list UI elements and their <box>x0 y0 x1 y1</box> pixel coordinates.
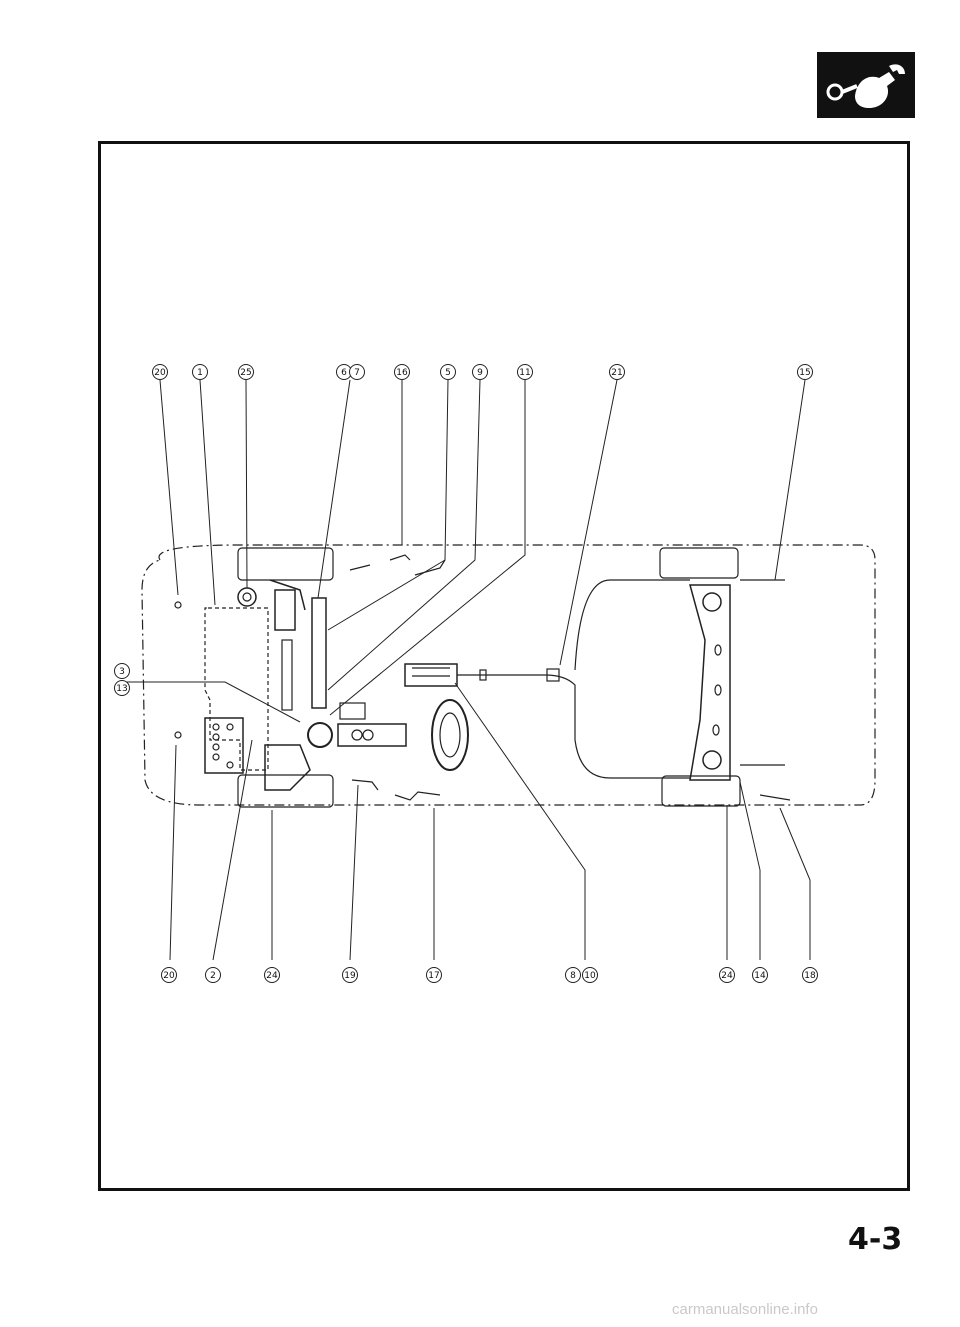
top-callout-label: 6 <box>341 368 347 378</box>
bottom-callout-circle <box>565 967 581 983</box>
car-body-outline <box>141 544 876 806</box>
left-callout-circle <box>114 680 130 696</box>
top-callout-circle <box>349 364 365 380</box>
left-callout-label: 3 <box>119 667 125 677</box>
parking-brake <box>404 663 458 687</box>
wrench-in-fist-icon <box>817 52 915 118</box>
reservoir <box>237 587 257 607</box>
bottom-callout-label: 24 <box>721 971 733 981</box>
bottom-callout-circle <box>264 967 280 983</box>
bottom-callout-label: 14 <box>754 971 766 981</box>
front-left-wheel <box>237 547 334 581</box>
top-callout-circle <box>797 364 813 380</box>
bottom-callout-label: 17 <box>428 971 439 981</box>
top-callout-circle <box>472 364 488 380</box>
top-callout-circle <box>152 364 168 380</box>
top-callout-circle <box>609 364 625 380</box>
top-callout-label: 5 <box>445 368 451 378</box>
battery <box>204 717 244 774</box>
bottom-callout-label: 10 <box>584 971 596 981</box>
bottom-callout-circle <box>719 967 735 983</box>
top-callout-label: 25 <box>240 368 251 378</box>
rear-subframe <box>689 584 731 781</box>
top-callout-label: 11 <box>519 368 530 378</box>
top-callout-label: 15 <box>799 368 810 378</box>
engine-bay <box>204 607 269 771</box>
top-callout-circle <box>440 364 456 380</box>
bottom-callout-circle <box>582 967 598 983</box>
top-callout-label: 7 <box>354 368 360 378</box>
rear-right-wheel <box>661 775 741 807</box>
bottom-callout-circle <box>802 967 818 983</box>
top-callout-label: 20 <box>154 368 166 378</box>
top-callout-circle <box>394 364 410 380</box>
bottom-callout-label: 8 <box>570 971 576 981</box>
diagram-frame <box>98 141 910 1191</box>
bottom-callout-circle <box>161 967 177 983</box>
bottom-callout-circle <box>426 967 442 983</box>
top-callout-circle <box>517 364 533 380</box>
bottom-callout-label: 20 <box>163 971 175 981</box>
bottom-callout-label: 24 <box>266 971 278 981</box>
top-callout-label: 16 <box>396 368 408 378</box>
left-callout-label: 13 <box>116 684 127 694</box>
service-logo <box>817 52 915 118</box>
bottom-callout-circle <box>342 967 358 983</box>
top-callout-label: 9 <box>477 368 483 378</box>
bottom-callout-label: 19 <box>344 971 356 981</box>
top-callout-label: 1 <box>197 368 203 378</box>
steering-wheel <box>431 699 469 771</box>
front-right-wheel <box>237 774 334 808</box>
top-callout-circle <box>238 364 254 380</box>
steering-gear <box>307 722 333 748</box>
top-callout-circle <box>192 364 208 380</box>
bottom-callout-circle <box>205 967 221 983</box>
bottom-callout-label: 2 <box>210 971 216 981</box>
page-number: 4-3 <box>848 1222 903 1257</box>
rear-left-wheel <box>659 547 739 579</box>
watermark: carmanualsonline.info <box>672 1301 818 1318</box>
left-callout-circle <box>114 663 130 679</box>
bottom-callout-circle <box>752 967 768 983</box>
top-callout-label: 21 <box>611 368 622 378</box>
bottom-callout-label: 18 <box>804 971 816 981</box>
